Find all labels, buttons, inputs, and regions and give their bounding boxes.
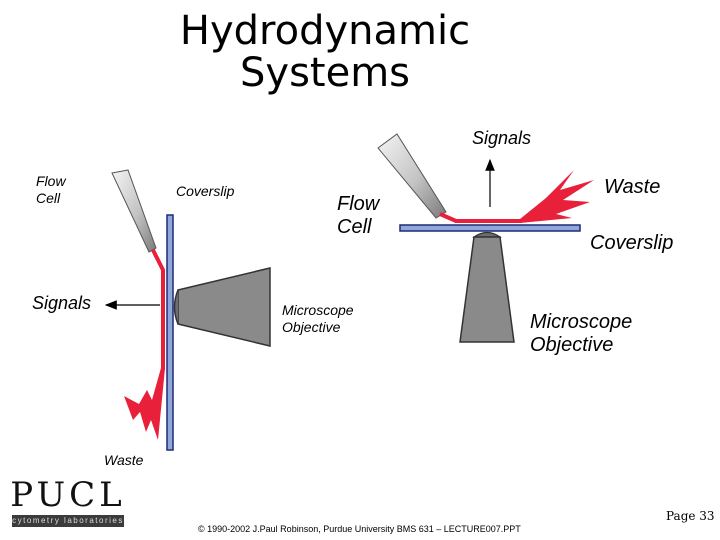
left-nozzle	[111, 169, 157, 253]
left-objective-lens	[173, 289, 179, 325]
right-flow-cell	[377, 133, 594, 343]
page-title: Hydrodynamic Systems	[179, 8, 471, 96]
right-waste-spray	[520, 170, 594, 223]
right-microscope-objective	[459, 236, 515, 343]
left-signals-label: Signals	[32, 293, 92, 313]
right-coverslip-label: Coverslip	[590, 232, 674, 254]
right-nozzle	[377, 133, 447, 219]
right-flow-cell-label: Flow Cell	[337, 193, 380, 238]
left-flow-cell-label: Flow Cell	[36, 173, 66, 206]
right-objective-label: Microscope Objective	[530, 311, 633, 356]
page-number: Page 33	[666, 509, 715, 523]
left-sample-stream	[151, 249, 165, 370]
left-coverslip-label: Coverslip	[176, 183, 235, 199]
copyright-notice: © 1990-2002 J.Paul Robinson, Purdue Univ…	[198, 524, 521, 534]
left-flow-cell	[104, 169, 271, 451]
right-coverslip	[399, 224, 581, 232]
left-waste-label: Waste	[104, 452, 144, 468]
left-coverslip	[166, 214, 174, 451]
left-waste-spray	[124, 368, 165, 440]
right-signals-label: Signals	[472, 128, 532, 148]
right-sample-stream	[439, 212, 522, 223]
right-waste-label: Waste	[604, 176, 661, 198]
left-microscope-objective	[177, 267, 271, 347]
pucl-logo-text: PUCL	[10, 475, 126, 515]
pucl-logo-subtext: cytometry laboratories	[12, 515, 124, 527]
left-objective-label: Microscope Objective	[282, 302, 354, 335]
